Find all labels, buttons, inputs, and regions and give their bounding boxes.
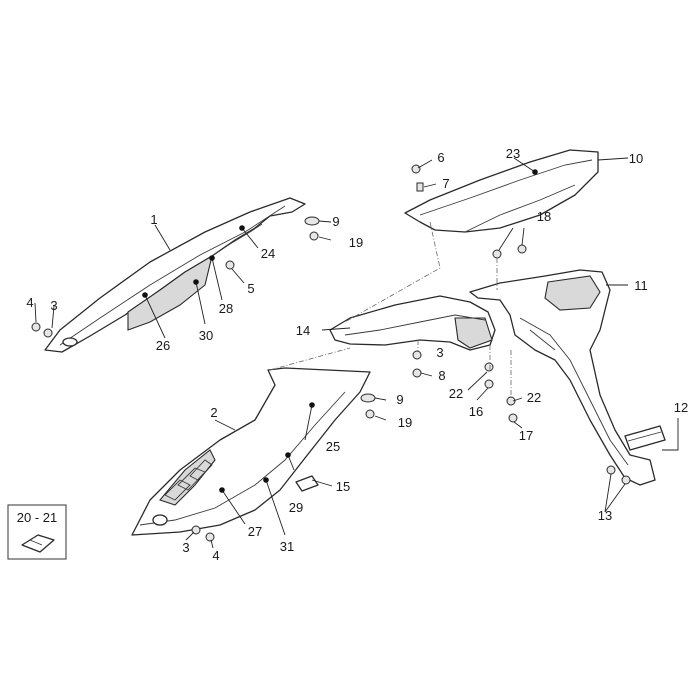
callout-22: 22	[449, 386, 463, 401]
leader-dots	[142, 169, 538, 493]
callout-19: 19	[349, 235, 363, 250]
callout-26: 26	[156, 338, 170, 353]
callout-23: 23	[506, 146, 520, 161]
callout-31: 31	[280, 539, 294, 554]
central-undertray-bracket	[329, 295, 496, 351]
callout-18: 18	[537, 209, 551, 224]
callout-24: 24	[261, 246, 275, 261]
callout-15: 15	[336, 479, 350, 494]
callout-17: 17	[519, 428, 533, 443]
rear-top-cover	[404, 149, 599, 233]
callout-28: 28	[219, 301, 233, 316]
callout-16: 16	[469, 404, 483, 419]
callout-30: 30	[199, 328, 213, 343]
callout-25: 25	[326, 439, 340, 454]
callout-1: 1	[150, 212, 157, 227]
callout-9: 9	[332, 214, 339, 229]
callout-labels: 1 2 3 3 3 4 4 5 6 7 8 9 9 10 11 12 13 14…	[26, 146, 688, 563]
callout-3: 3	[182, 540, 189, 555]
plate-light-lens	[624, 425, 666, 451]
left-upper-side-panel	[44, 197, 306, 353]
assembly-lines	[269, 221, 512, 400]
callout-29: 29	[289, 500, 303, 515]
callout-2: 2	[210, 405, 217, 420]
callout-4: 4	[212, 548, 219, 563]
left-lower-side-panel	[131, 367, 371, 536]
callout-7: 7	[442, 176, 449, 191]
callout-19: 19	[398, 415, 412, 430]
callout-13: 13	[598, 508, 612, 523]
callout-8: 8	[438, 368, 445, 383]
callout-11: 11	[634, 278, 648, 293]
license-plate-holder-bracket	[469, 269, 656, 486]
callout-6: 6	[437, 150, 444, 165]
leader-lines	[34, 157, 679, 549]
callout-3: 3	[436, 345, 443, 360]
callout-3: 3	[50, 298, 57, 313]
callout-22: 22	[527, 390, 541, 405]
callout-12: 12	[674, 400, 688, 415]
callout-4: 4	[26, 295, 33, 310]
callout-5: 5	[247, 281, 254, 296]
callout-10: 10	[629, 151, 643, 166]
kit-box-label: 20 - 21	[17, 510, 57, 525]
fastener-clip	[295, 475, 319, 492]
callout-14: 14	[296, 323, 310, 338]
callout-9: 9	[396, 392, 403, 407]
kit-box: 20 - 21	[7, 504, 67, 560]
callout-27: 27	[248, 524, 262, 539]
clip-nut-icon	[21, 534, 55, 553]
